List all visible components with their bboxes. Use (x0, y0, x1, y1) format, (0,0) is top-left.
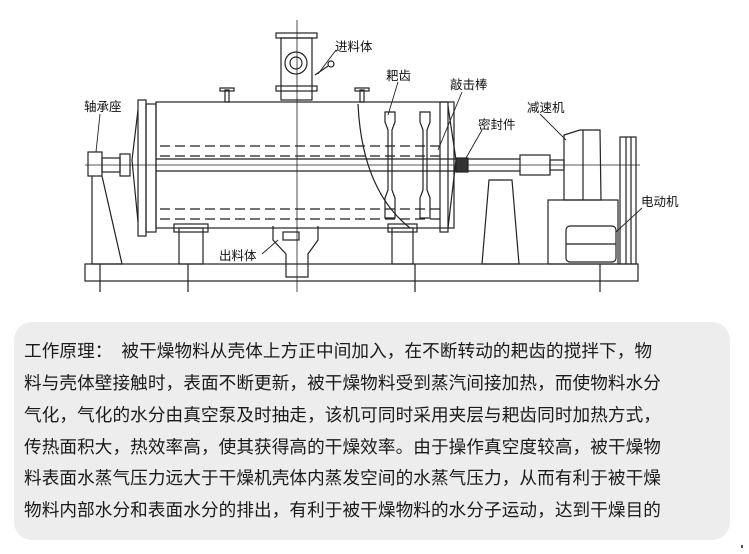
support-leg-right-cap (387, 223, 418, 233)
principle-line-2: 料与壳体壁接触时，表面不断更新，被干燥物料受到蒸汽间接加热，而使物料水分 (24, 374, 661, 394)
vessel-shell (155, 87, 455, 229)
support-leg-left (178, 227, 204, 265)
discharge-outlet (272, 226, 319, 278)
support-leg-left-cap (173, 223, 209, 233)
vacuum-rake-dryer-diagram: 进料体 耙齿 敲击棒 轴承座 减速机 密封件 电动机 出料体 (84, 20, 679, 292)
principle-line-1: 工作原理： 被干燥物料从壳体上方正中间加入，在不断转动的耙齿的搅拌下，物 (24, 342, 653, 362)
base-frame (84, 263, 639, 292)
right-end-cap (439, 101, 469, 233)
rake-teeth (384, 111, 431, 219)
main-shaft (85, 154, 640, 176)
shaft-support (481, 179, 520, 265)
support-leg-right (391, 227, 414, 265)
label-rake-teeth: 耙齿 (386, 68, 411, 83)
belt-pulley (619, 136, 637, 265)
corner-mark (741, 545, 743, 548)
left-end-cap (131, 99, 157, 237)
principle-line-5: 料表面水蒸气压力远大于干燥机壳体内蒸发空间的水蒸气压力，从而有利于被干燥 (24, 469, 661, 489)
label-discharge: 出料体 (219, 248, 257, 263)
label-knock-rod: 敲击棒 (450, 77, 488, 92)
principle-line-3: 气化，气化的水分由真空泵及时抽走，该机可同时采用夹层与耙齿同时加热方式， (24, 406, 661, 426)
label-motor: 电动机 (641, 194, 679, 209)
leader-lines (95, 49, 643, 255)
feed-inlet (275, 32, 335, 101)
label-seal: 密封件 (478, 117, 516, 132)
reducer (547, 129, 619, 265)
bearing-seat (87, 151, 131, 265)
motor (565, 225, 617, 263)
principle-line-6: 物料内部水分和表面水分的排出，有利于被干燥物料的水分子运动，达到干燥目的 (24, 501, 661, 521)
diagram-labels: 进料体 耙齿 敲击棒 轴承座 减速机 密封件 电动机 出料体 (84, 39, 679, 263)
label-reducer: 减速机 (527, 100, 565, 115)
working-principle-box (14, 322, 730, 540)
principle-line-4: 传热面积大，热效率高，使其获得高的干燥效率。由于操作真空度较高，被干燥物 (24, 438, 661, 458)
label-feed: 进料体 (335, 39, 373, 54)
label-bearing-seat: 轴承座 (84, 99, 122, 114)
